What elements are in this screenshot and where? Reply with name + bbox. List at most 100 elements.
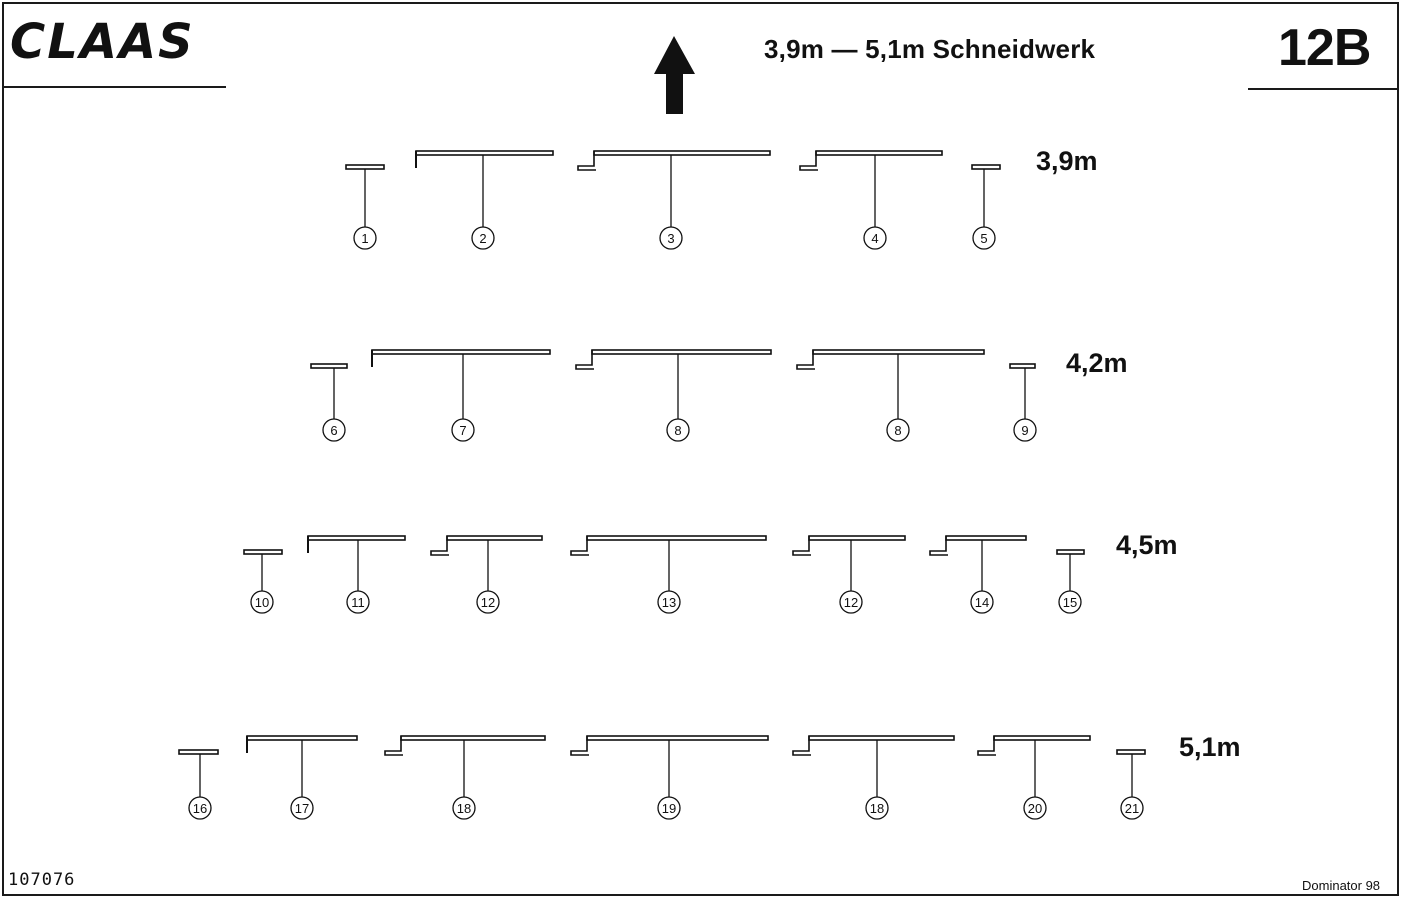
step-joint [384,736,403,756]
callout-number: 21 [1125,801,1139,816]
callout-circle [659,226,683,250]
part-step-row4-4: 19 [570,735,769,820]
row-label-4-5m: 4,5m [1116,530,1178,560]
callout-number: 7 [459,423,466,438]
callout-circle [657,590,681,614]
header-rule-left [2,86,226,88]
callout-number: 18 [870,801,884,816]
part-step-row4-5: 18 [792,735,955,820]
callout-circle [863,226,887,250]
step-joint [792,536,811,556]
part-cap-row4-7: 21 [1116,749,1146,820]
document-number: 107076 [8,870,76,890]
callout-number: 4 [871,231,878,246]
callout-number: 10 [255,595,269,610]
part-step-row2-3: 8 [575,349,772,442]
callout-number: 9 [1021,423,1028,438]
part-step-row4-3: 18 [384,735,546,820]
callout-circle [353,226,377,250]
section-bar [400,735,546,741]
section-bar [815,150,943,156]
section-bar [812,349,985,355]
section-bar [586,535,767,541]
callout-number: 15 [1063,595,1077,610]
callout-circle [1023,796,1047,820]
callout-number: 19 [662,801,676,816]
step-joint [799,151,818,171]
part-cap-row2-5: 9 [1009,363,1037,442]
callout-circle [451,418,475,442]
callout-number: 17 [295,801,309,816]
step-joint [577,151,596,171]
model-name: Dominator 98 [1302,878,1381,893]
part-cap-row4-1: 16 [178,749,219,820]
part-cap-row1-5: 5 [971,164,1001,250]
callout-number: 14 [975,595,989,610]
header-rule-right [1248,88,1398,90]
step-joint [575,350,594,370]
step-joint [792,736,811,756]
callout-number: 6 [330,423,337,438]
step-joint [796,350,815,370]
callout-circle [972,226,996,250]
section-bar [993,735,1091,741]
part-cap-row3-1: 10 [243,549,283,614]
part-step-row3-5: 12 [792,535,906,614]
page-title: 3,9m — 5,1m Schneidwerk [764,34,1096,64]
part-cap-row3-7: 15 [1056,549,1085,614]
claas-logo: CLAAS [10,16,195,62]
cap-bar [178,749,219,755]
section-bar [307,535,406,541]
callout-circle [1013,418,1037,442]
cap-bar [345,164,385,170]
section-bar [593,150,771,156]
section-bar [808,535,906,541]
part-end-row3-2: 11 [307,535,406,614]
callout-circle [657,796,681,820]
page-number: 12B [1278,19,1371,77]
step-joint [929,536,948,556]
callout-circle [471,226,495,250]
cap-bar [310,363,348,369]
callout-circle [886,418,910,442]
section-bar [586,735,769,741]
section-bar [371,349,551,355]
cap-bar [243,549,283,555]
callout-number: 5 [980,231,987,246]
section-bar [246,735,358,741]
step-joint [570,736,589,756]
brand-logo-text: CLAAS [10,16,195,62]
row-label-4-2m: 4,2m [1066,348,1128,378]
part-step-row2-4: 8 [796,349,985,442]
callout-number: 16 [193,801,207,816]
callout-circle [666,418,690,442]
part-step-row3-4: 13 [570,535,767,614]
callout-circle [250,590,274,614]
step-joint [977,736,996,756]
part-cap-row2-1: 6 [310,363,348,442]
part-step-row1-4: 4 [799,150,943,250]
callout-circle [1120,796,1144,820]
part-cap-row1-1: 1 [345,164,385,250]
callout-circle [188,796,212,820]
callout-circle [452,796,476,820]
callout-number: 8 [894,423,901,438]
part-end-row2-2: 7 [371,349,551,442]
callout-number: 3 [667,231,674,246]
callout-circle [346,590,370,614]
part-step-row3-6: 14 [929,535,1027,614]
row-label-5-1m: 5,1m [1179,732,1241,762]
cap-bar [1116,749,1146,755]
part-step-row4-6: 20 [977,735,1091,820]
callout-number: 12 [844,595,858,610]
callout-circle [865,796,889,820]
step-joint [570,536,589,556]
cap-bar [1056,549,1085,555]
callout-circle [322,418,346,442]
callout-number: 12 [481,595,495,610]
section-bar [591,349,772,355]
callout-number: 13 [662,595,676,610]
callout-number: 1 [361,231,368,246]
